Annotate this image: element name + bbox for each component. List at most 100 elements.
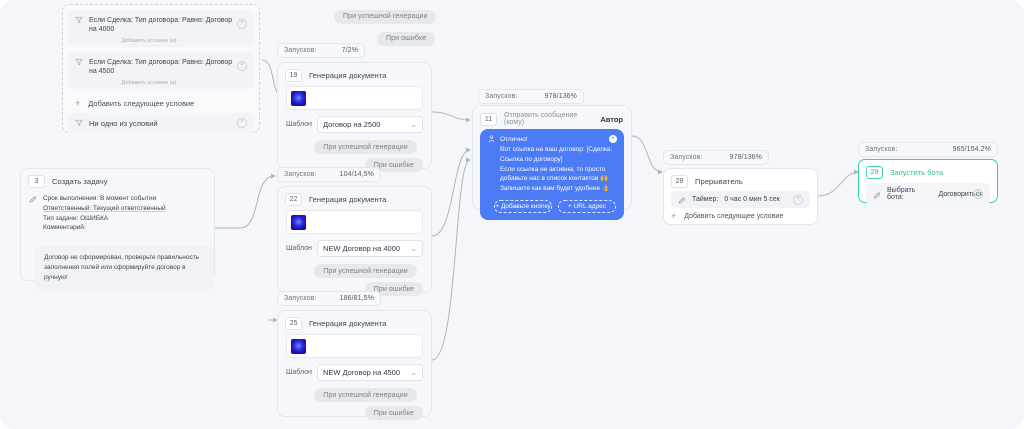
pencil-icon [678, 197, 686, 204]
chevron-down-icon: ⌄ [410, 119, 417, 129]
interrupter-node-stat: Запусков: 978/136% [663, 150, 769, 165]
stat-value: 965/154.2% [952, 146, 991, 153]
condition-add-label[interactable]: Добавить условие (и) [121, 37, 177, 44]
close-icon[interactable]: × [237, 19, 247, 29]
pill-success-generation[interactable]: При успешной генерации [314, 140, 417, 154]
node-id: 22 [285, 193, 302, 206]
close-icon[interactable]: × [237, 60, 247, 71]
node-header: 25 Генерация документа [278, 311, 431, 334]
template-label: Шаблон [286, 245, 312, 252]
add-url-action[interactable]: + URL адрес [558, 199, 616, 213]
chevron-down-icon: ⌄ [410, 367, 417, 377]
node-id: 29 [866, 166, 883, 179]
close-icon[interactable]: × [237, 118, 247, 129]
close-icon[interactable]: × [609, 135, 617, 143]
doc-node-2-stat: Запусков: 104/14,5% [277, 167, 381, 182]
pill-label: При ошибке [377, 31, 436, 46]
node-header: 3 Создать задачу [21, 169, 214, 192]
funnel-icon [75, 16, 83, 24]
stat-label: Запусков: [284, 171, 317, 178]
close-icon[interactable]: × [973, 189, 983, 199]
doc-node-1-stat: Запусков: 7/2% [277, 43, 365, 58]
bubble-line-5: Запишите как вам будет удобнее 👌 [500, 185, 610, 192]
bubble-line-1: Вот ссылка на ваш договор: [Сделка: [500, 146, 613, 153]
select-bot-row[interactable]: Выбрать бота: Договориться × [866, 183, 990, 205]
document-preview-field[interactable] [286, 210, 423, 234]
doc-generation-node-1[interactable]: 19 Генерация документа Шаблон Договор на… [277, 62, 432, 172]
timer-row[interactable]: Таймер: 0 час 0 мин 5 сек × [671, 191, 810, 208]
none-of-conditions-card[interactable]: Ни одно из условий × [68, 112, 254, 134]
node-id: 11 [480, 112, 497, 126]
doc-generation-node-3[interactable]: 25 Генерация документа Шаблон NEW Догово… [277, 310, 432, 420]
node-title: Отправить сообщение (кому) [504, 112, 578, 126]
message-bubble[interactable]: Отлично! × Вот ссылка на ваш договор: [С… [480, 129, 624, 220]
bot-node-stat: Запусков: 965/154.2% [858, 142, 998, 157]
node-title: Запустить бота [890, 168, 944, 177]
bubble-line-2: Ссылка по договору] [500, 155, 563, 163]
node-id: 19 [285, 69, 302, 82]
add-next-condition-button[interactable]: + Добавить следующее условие [664, 212, 817, 226]
template-value: NEW Договор на 4500 [322, 368, 401, 377]
top-pill-success-generation[interactable]: При успешной генерации [334, 5, 437, 24]
stat-value: 186/81,5% [339, 295, 374, 302]
node-header: 28 Прерыватель [664, 169, 817, 191]
template-value: NEW Договор на 4000 [322, 244, 401, 253]
pill-success-generation[interactable]: При успешной генерации [314, 388, 417, 402]
close-icon[interactable]: × [793, 194, 803, 205]
send-message-node[interactable]: 11 Отправить сообщение (кому) Автор Отли… [472, 105, 632, 220]
node-title: Прерыватель [695, 177, 743, 186]
template-value: Договор на 2500 [322, 120, 381, 129]
stat-value: 978/136% [729, 154, 762, 161]
add-next-condition-label: Добавить следующее условие [684, 213, 784, 220]
plus-icon: + [75, 97, 81, 108]
node-title: Генерация документа [309, 195, 387, 204]
node-id: 3 [28, 175, 45, 188]
pill-error[interactable]: При ошибке [364, 406, 423, 420]
run-bot-node[interactable]: 29 Запустить бота Выбрать бота: Договори… [858, 159, 998, 205]
task-line-responsible: Ответственный: Текущий ответственный [43, 204, 166, 212]
node-header: 29 Запустить бота [859, 160, 997, 183]
stat-label: Запусков: [284, 47, 317, 54]
doc-node-3-stat: Запусков: 186/81,5% [277, 291, 381, 306]
select-bot-value: Договориться [938, 190, 984, 198]
document-preview-field[interactable] [286, 86, 423, 110]
condition-text: Если Сделка: Тип договора: Равно: Догово… [89, 17, 233, 34]
node-header: 19 Генерация документа [278, 63, 431, 86]
interrupter-node[interactable]: 28 Прерыватель Таймер: 0 час 0 мин 5 сек… [663, 168, 818, 225]
timer-value: 0 час 0 мин 5 сек [724, 196, 780, 203]
template-select[interactable]: NEW Договор на 4500 ⌄ [316, 364, 423, 381]
message-recipient: Автор [600, 114, 623, 124]
create-task-node[interactable]: 3 Создать задачу Срок выполнения: В моме… [20, 168, 215, 291]
template-select[interactable]: Договор на 2500 ⌄ [316, 116, 423, 133]
pill-label: При успешной генерации [334, 9, 437, 24]
pencil-icon [29, 196, 37, 203]
doc-generation-node-2[interactable]: 22 Генерация документа Шаблон NEW Догово… [277, 186, 432, 296]
template-select[interactable]: NEW Договор на 4000 ⌄ [316, 240, 423, 257]
pill-success-generation[interactable]: При успешной генерации [314, 264, 417, 278]
pencil-icon [873, 191, 881, 198]
bubble-text: Вот ссылка на ваш договор: [Сделка: Ссыл… [500, 145, 616, 194]
condition-group[interactable]: Если Сделка: Тип договора: Равно: Догово… [62, 4, 260, 134]
stat-value: 7/2% [341, 47, 358, 54]
node-title: Генерация документа [309, 319, 387, 328]
node-header: 11 Отправить сообщение (кому) Автор [473, 106, 631, 129]
add-button-action[interactable]: + Добавьте кнопку [494, 199, 552, 213]
timer-label: Таймер: [692, 196, 719, 203]
condition-card-2[interactable]: Если Сделка: Тип договора: Равно: Догово… [68, 51, 254, 89]
document-preview-field[interactable] [286, 334, 423, 358]
funnel-icon [75, 120, 83, 127]
chevron-down-icon: ⌄ [410, 243, 417, 253]
condition-add-label[interactable]: Добавить условие (и) [121, 79, 177, 86]
condition-card-1[interactable]: Если Сделка: Тип договора: Равно: Догово… [68, 10, 254, 47]
task-line-deadline: Срок выполнения: В момент события [43, 195, 157, 202]
node-id: 28 [671, 175, 688, 188]
plus-icon: + [671, 211, 677, 221]
node-id: 25 [285, 317, 302, 330]
none-of-conditions-label: Ни одно из условий [89, 118, 158, 128]
document-thumbnail-icon [291, 338, 306, 354]
bubble-line-3: Если ссылка не активна, то просто [500, 165, 606, 173]
top-pill-error[interactable]: При ошибке [377, 27, 436, 46]
add-next-condition-button[interactable]: + Добавить следующее условие [68, 94, 254, 113]
task-detail-lines: Срок выполнения: В момент события Ответс… [43, 194, 166, 233]
